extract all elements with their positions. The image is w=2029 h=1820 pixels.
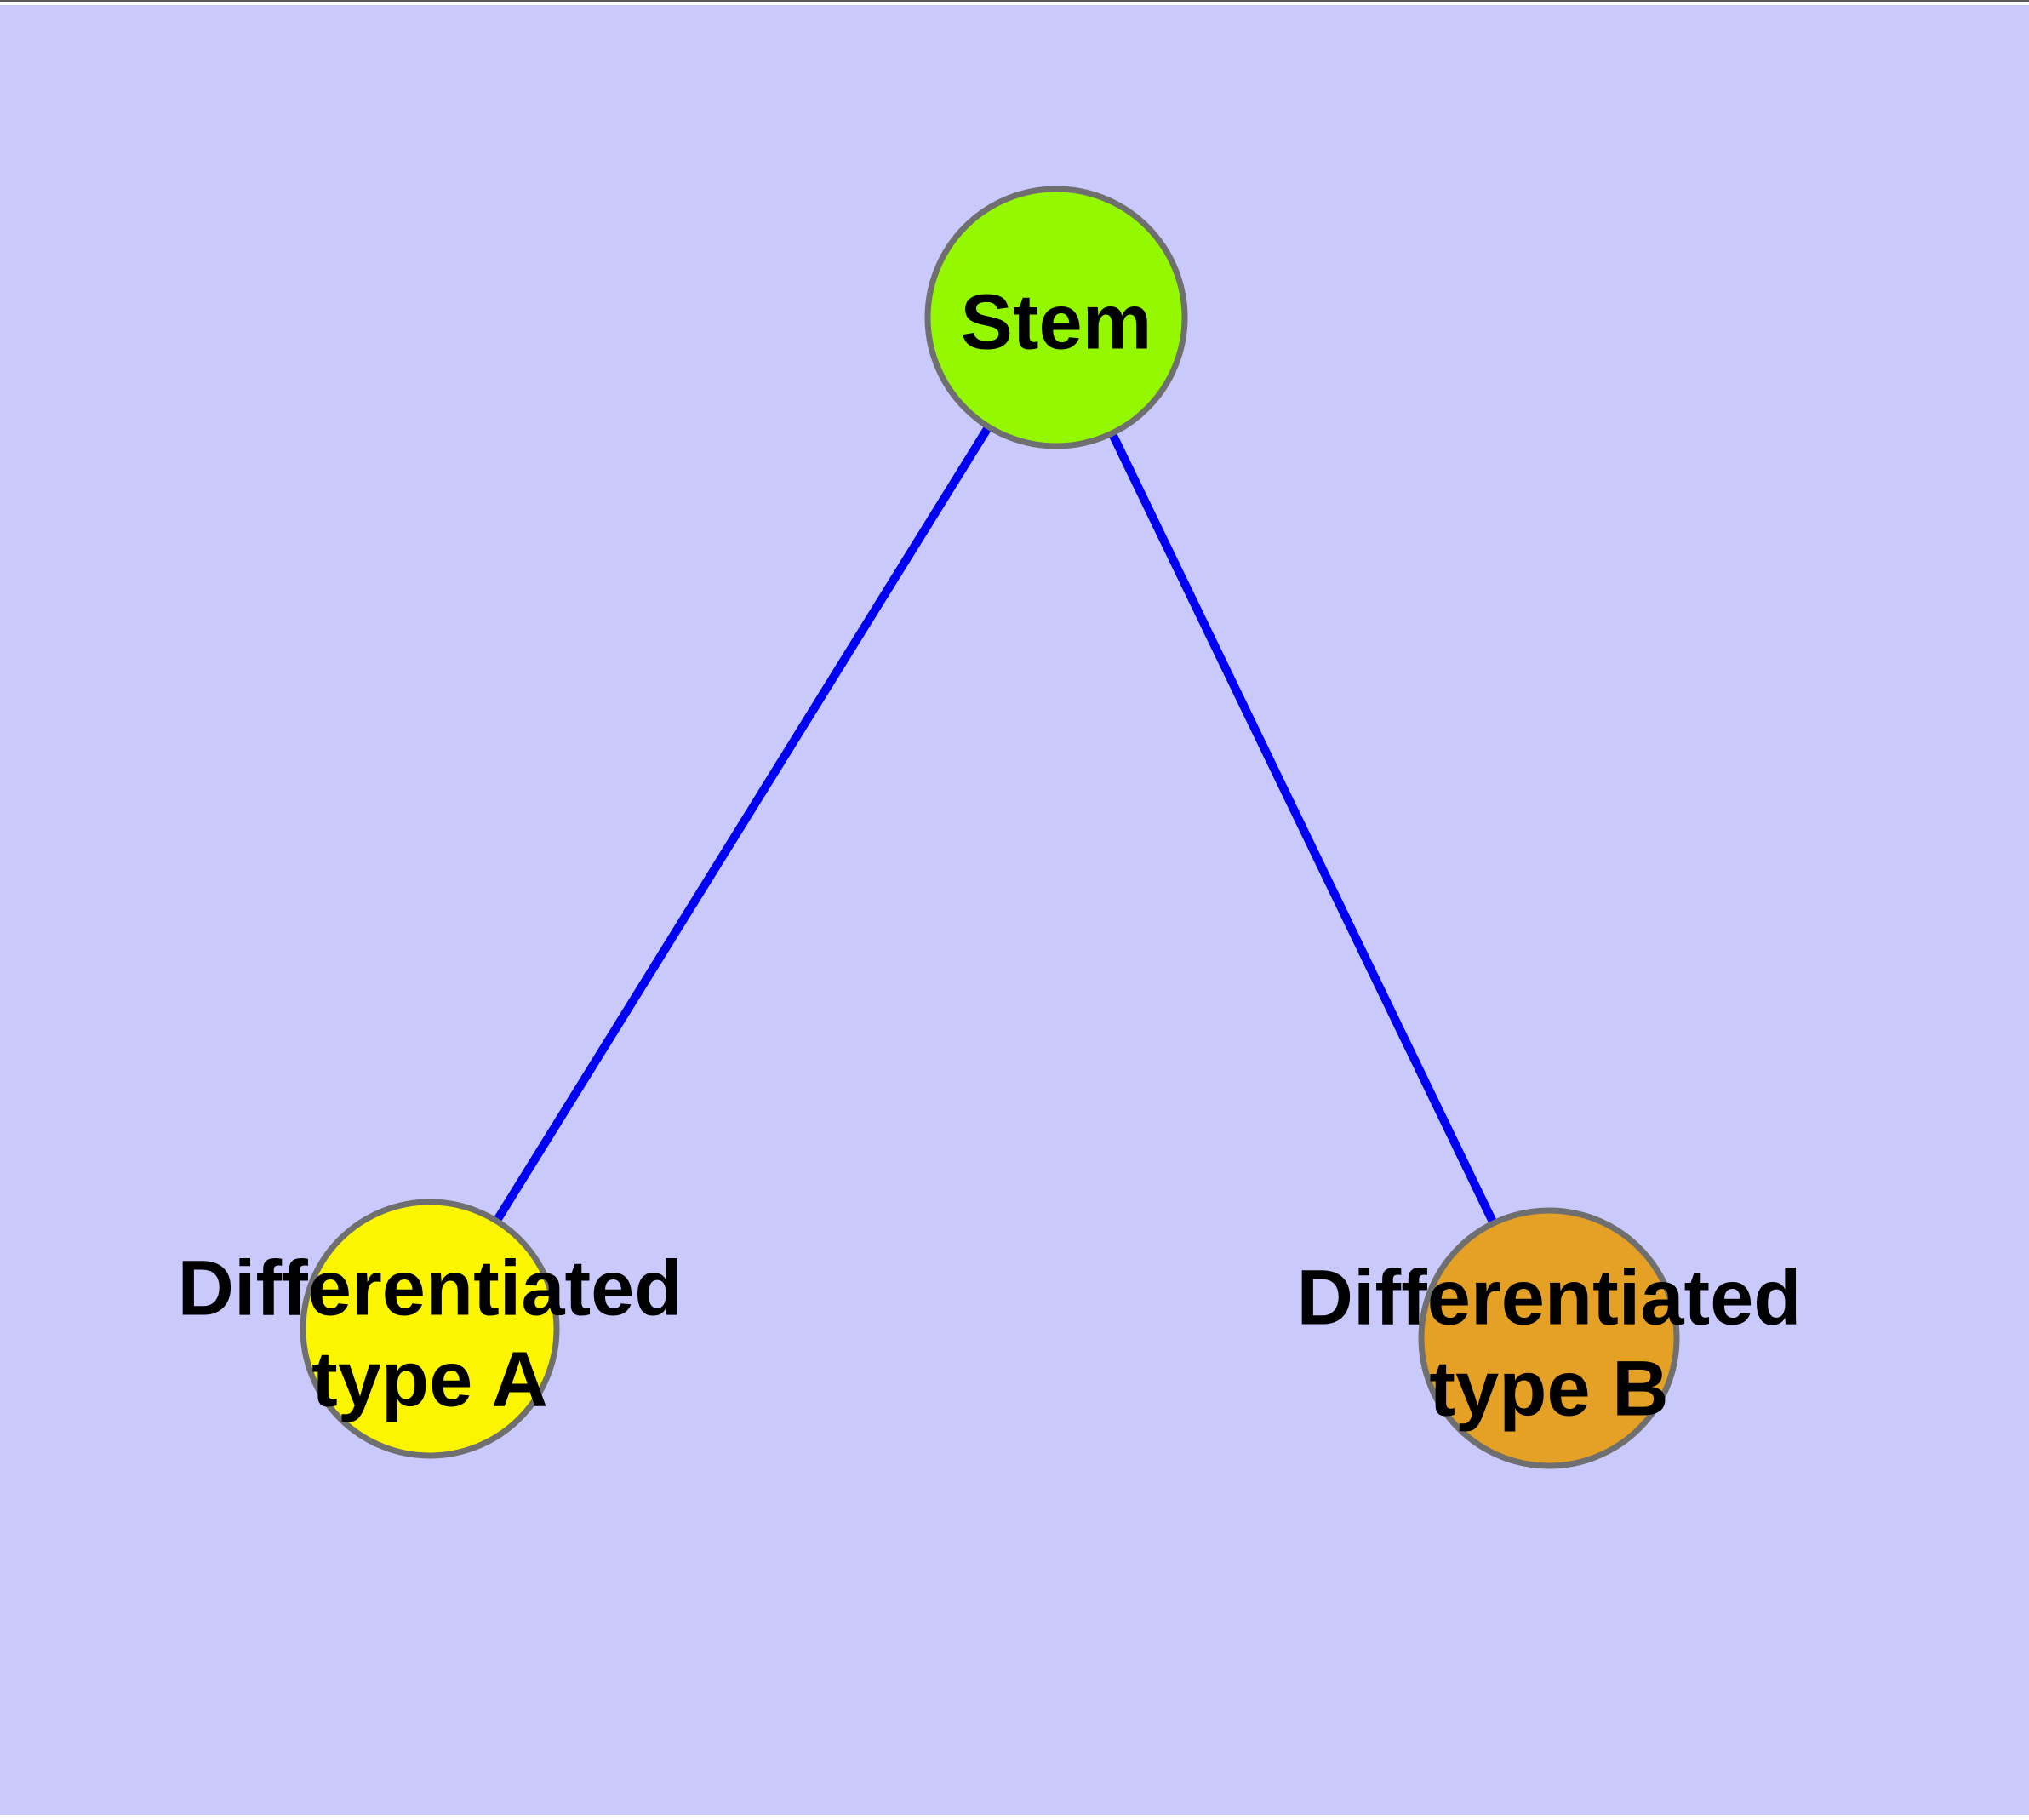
node-label-line: type B (1429, 1345, 1669, 1432)
top-strip (0, 0, 2029, 5)
node-label-line: Differentiated (177, 1245, 683, 1332)
node-label-line: Differentiated (1296, 1254, 1802, 1342)
node-label-stem: Stem (961, 278, 1152, 369)
node-circle-differentiated-type-a (300, 1199, 560, 1459)
node-label-line: Stem (960, 278, 1152, 366)
node-circle-differentiated-type-b (1418, 1207, 1680, 1469)
node-label-line: type A (311, 1336, 548, 1422)
edge-stem-to-differentiated-type-b (1052, 315, 1553, 1341)
bottom-strip (0, 1815, 2029, 1820)
edge-stem-to-differentiated-type-a (426, 315, 1060, 1331)
node-circle-stem (924, 186, 1188, 449)
